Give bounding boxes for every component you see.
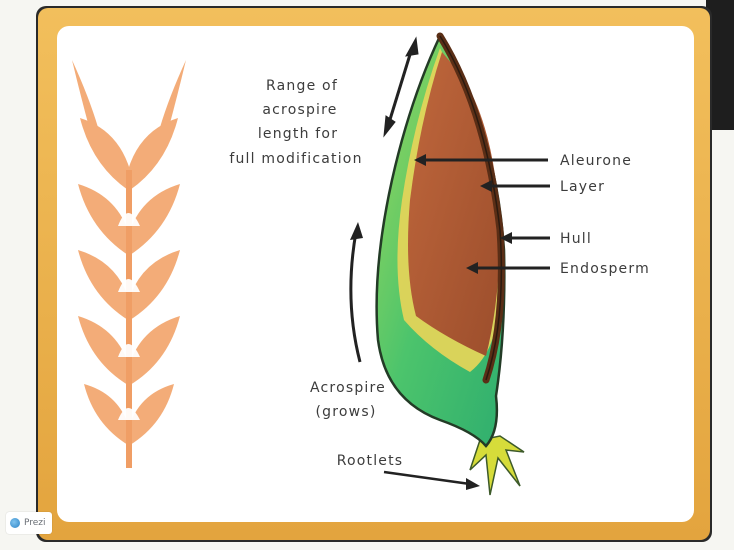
range-label-line1: Range of [266, 78, 338, 94]
hull-label: Hull [560, 231, 592, 247]
prezi-badge[interactable]: Prezi [6, 512, 52, 534]
endosperm-label: Endosperm [560, 261, 650, 277]
range-label-line3: length for [258, 126, 338, 142]
acrospire-label-line1: Acrospire [310, 380, 386, 396]
aleurone-label: Aleurone [560, 153, 632, 169]
prezi-logo-icon [10, 518, 20, 528]
range-label-line2: acrospire [262, 102, 337, 118]
prezi-badge-text: Prezi [24, 518, 46, 528]
rootlets-label: Rootlets [337, 453, 404, 469]
range-label-line4: full modification [229, 151, 362, 167]
acrospire-label-line2: (grows) [316, 404, 377, 420]
layer-label: Layer [560, 179, 605, 195]
